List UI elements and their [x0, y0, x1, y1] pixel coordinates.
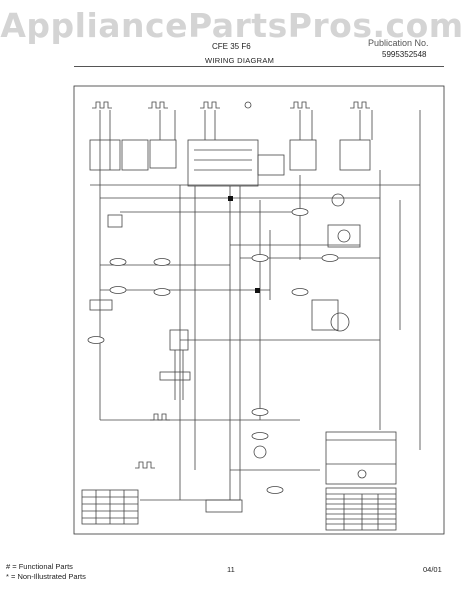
page-number: 11 [227, 565, 235, 574]
non-illustrated-parts-note: * = Non-Illustrated Parts [6, 572, 86, 581]
functional-parts-note: # = Functional Parts [6, 562, 73, 571]
cooling-fan-box [327, 224, 361, 248]
switch-block-left-2 [121, 139, 149, 171]
publication-number: 5995352548 [382, 50, 427, 59]
watermark: AppliancePartsPros.com [0, 6, 464, 45]
motor-symbol [331, 193, 345, 207]
control-board [187, 139, 259, 187]
element-symbols-left [92, 101, 252, 109]
diagram-border [73, 85, 445, 535]
model-number: CFE 35 F6 [212, 42, 251, 51]
switch-block-left-3 [149, 139, 177, 169]
title-rule [74, 66, 444, 67]
warning-box [325, 431, 397, 485]
relay-block [257, 154, 285, 176]
switch-block-left-1 [89, 139, 121, 171]
diagram-title: WIRING DIAGRAM [205, 56, 275, 65]
revision-date: 04/01 [423, 565, 442, 574]
element-symbols-right [290, 101, 370, 109]
publication-label: Publication No. [368, 38, 429, 48]
switch-block-right-1 [289, 139, 317, 171]
switch-block-right-2 [339, 139, 371, 171]
